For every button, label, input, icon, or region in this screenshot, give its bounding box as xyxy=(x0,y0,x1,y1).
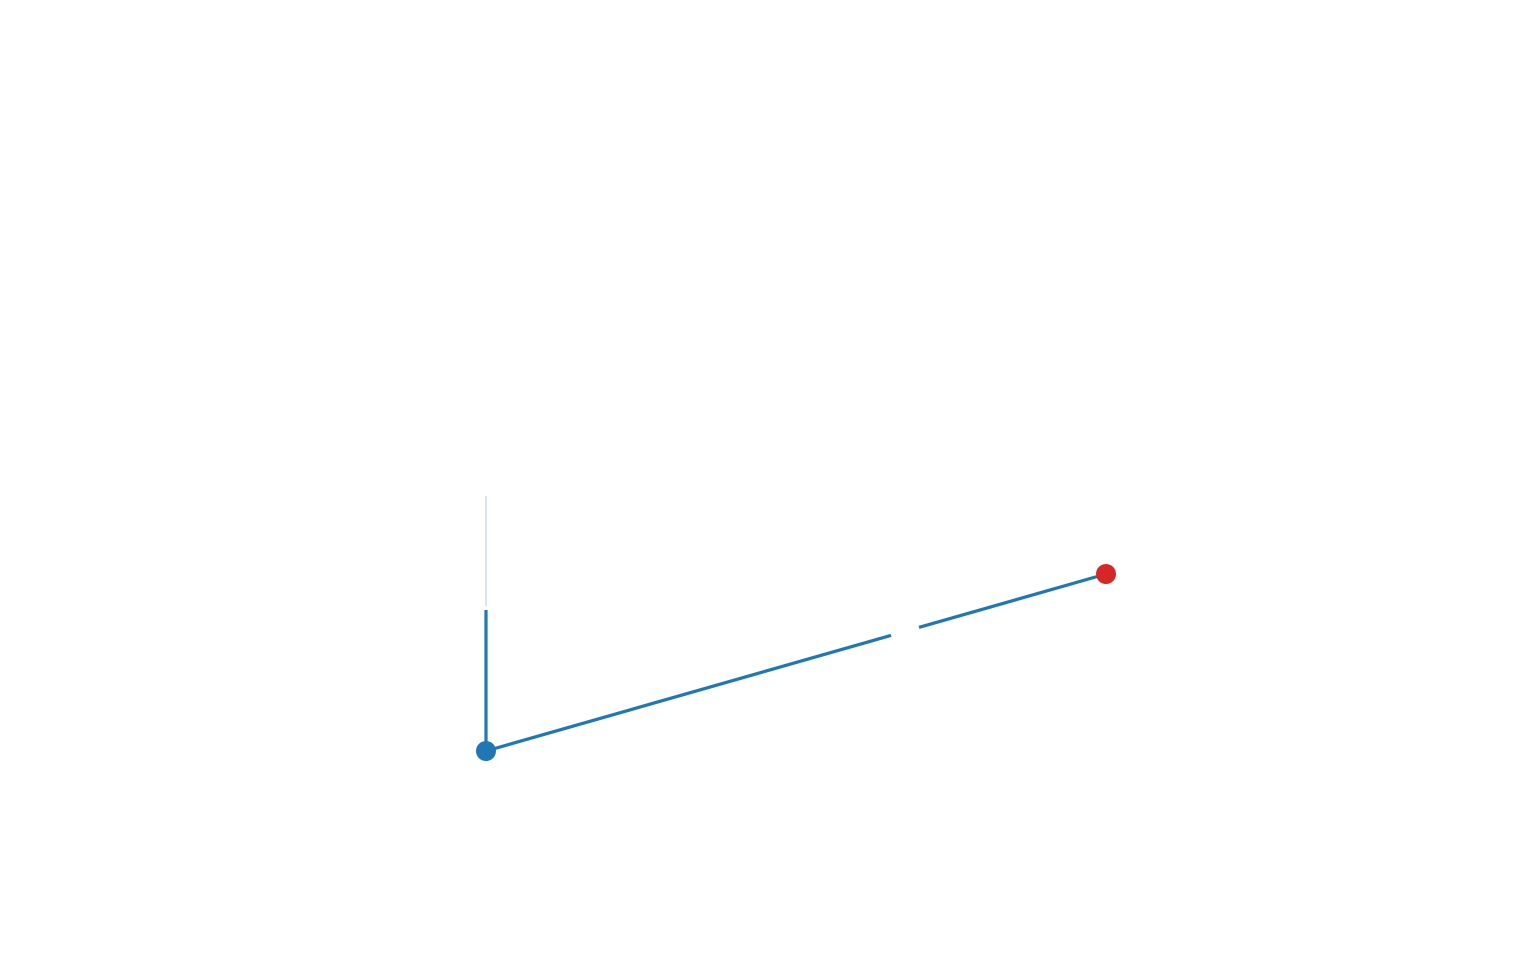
edge-gap xyxy=(890,624,921,642)
start-node[interactable] xyxy=(476,741,496,761)
diagonal-edge xyxy=(485,572,1107,753)
end-node[interactable] xyxy=(1096,564,1116,584)
